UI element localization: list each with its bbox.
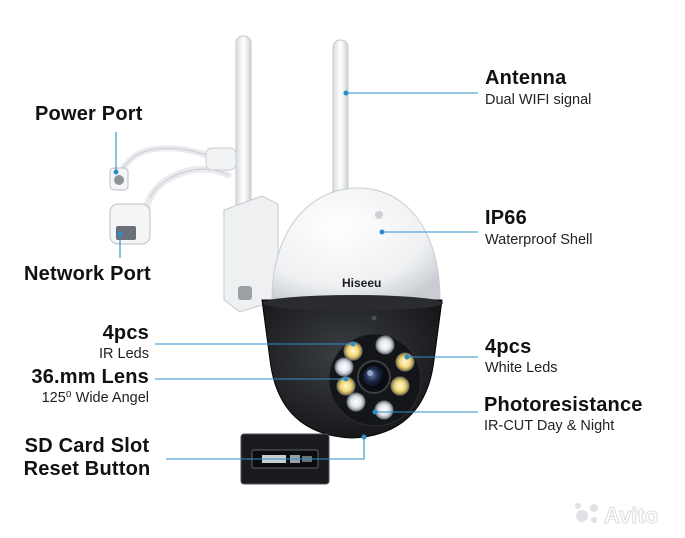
antenna-title: Antenna (485, 67, 567, 89)
lens-subtitle: 125⁰ Wide Angel (41, 390, 149, 406)
white-leds-subtitle: White Leds (485, 360, 558, 376)
ip66-subtitle: Waterproof Shell (485, 232, 593, 248)
white-leds-title: 4pcs (485, 336, 532, 358)
brand-logo: Hiseeu (342, 276, 381, 290)
photoresistance-subtitle: IR-CUT Day & Night (484, 418, 615, 434)
avito-watermark: Avito (575, 503, 659, 528)
reset-button-label: Reset Button (23, 458, 151, 480)
sd-card-callout-line (166, 437, 365, 460)
photoresistance-title: Photoresistance (484, 394, 643, 416)
lens-graphic (357, 360, 391, 394)
mount-bracket (223, 195, 279, 313)
ir-leds-subtitle: IR Leds (99, 346, 149, 362)
network-port-title: Network Port (24, 263, 151, 285)
camera-dome: Hiseeu (271, 187, 441, 301)
callout-dots (113, 90, 410, 440)
callout-lines (115, 92, 478, 460)
ir-leds-title: 4pcs (102, 322, 149, 344)
antenna-graphic (235, 35, 349, 255)
antenna-subtitle: Dual WIFI signal (485, 92, 592, 108)
watermark-text: Avito (604, 503, 658, 528)
sd-card-label: SD Card Slot (24, 435, 150, 457)
cable-graphic (109, 145, 237, 245)
lens-title: 36.mm Lens (31, 366, 149, 388)
ip66-title: IP66 (485, 207, 527, 229)
power-port-title: Power Port (35, 103, 143, 125)
